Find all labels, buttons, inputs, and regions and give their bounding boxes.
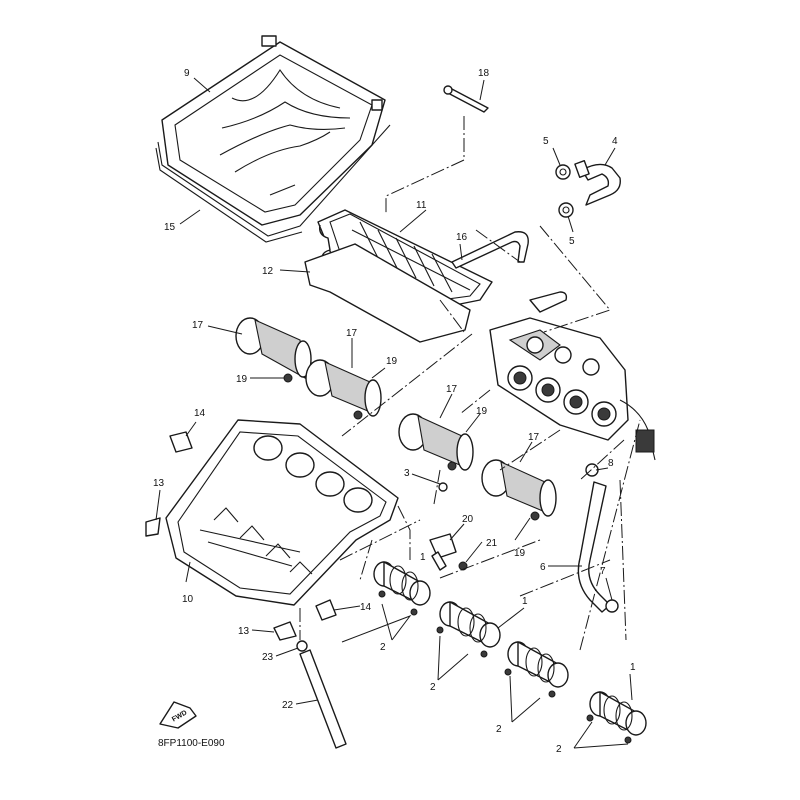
intake-funnel-1 bbox=[235, 317, 312, 380]
air-filter-case-cover bbox=[161, 35, 386, 226]
forward-direction-arrow: FWD bbox=[159, 701, 197, 729]
grommet bbox=[438, 482, 448, 492]
callout-14-lower: 14 bbox=[360, 602, 372, 613]
intake-funnel-4 bbox=[481, 459, 557, 517]
callout-5-lower: 5 bbox=[569, 236, 575, 247]
callout-2-b: 2 bbox=[430, 682, 436, 693]
callout-18: 18 bbox=[478, 68, 490, 79]
funnel-clamp-screws bbox=[283, 373, 540, 521]
callout-2-a: 2 bbox=[380, 642, 386, 653]
callout-17-a: 17 bbox=[192, 320, 204, 331]
throttle-body-assembly bbox=[489, 291, 656, 461]
callout-13-upper: 13 bbox=[153, 478, 165, 489]
hose-clip bbox=[443, 85, 489, 113]
callout-1-b: 1 bbox=[522, 596, 528, 607]
leader-lines bbox=[155, 77, 633, 749]
throttle-body-joint-4 bbox=[589, 691, 647, 736]
intake-air-temperature-sensor bbox=[429, 533, 457, 571]
callout-19-d: 19 bbox=[514, 548, 526, 559]
phantom-alignment-lines bbox=[299, 116, 641, 651]
callout-16: 16 bbox=[456, 232, 468, 243]
air-filter-element bbox=[317, 209, 493, 309]
callout-15: 15 bbox=[164, 222, 176, 233]
intake-funnel-2 bbox=[305, 359, 382, 417]
callout-4: 4 bbox=[612, 136, 618, 147]
callout-6: 6 bbox=[540, 562, 546, 573]
hose-clamp-upper bbox=[555, 164, 571, 180]
callout-10: 10 bbox=[182, 594, 194, 605]
intake-funnel-3 bbox=[398, 413, 474, 471]
clamp-band-screws bbox=[378, 590, 632, 744]
callout-14-upper: 14 bbox=[194, 408, 206, 419]
callout-11: 11 bbox=[416, 200, 427, 211]
callout-17-b: 17 bbox=[346, 328, 358, 339]
callout-2-c: 2 bbox=[496, 724, 502, 735]
callout-17-d: 17 bbox=[528, 432, 540, 443]
rubber-mount-lower bbox=[315, 599, 337, 621]
callout-9: 9 bbox=[184, 68, 190, 79]
callout-1-c: 1 bbox=[630, 662, 636, 673]
callout-12: 12 bbox=[262, 266, 274, 277]
air-filter-foam-sheet bbox=[304, 243, 471, 343]
air-filter-case bbox=[165, 419, 399, 606]
callout-20: 20 bbox=[462, 514, 474, 525]
callout-13-lower: 13 bbox=[238, 626, 250, 637]
hose-clamp-7 bbox=[605, 599, 619, 613]
callout-19-a: 19 bbox=[236, 374, 248, 385]
callout-19-c: 19 bbox=[476, 406, 488, 417]
hose-clamp-lower bbox=[558, 202, 574, 218]
case-cover-gasket bbox=[155, 124, 391, 243]
callout-8: 8 bbox=[608, 458, 614, 469]
pipe-clip bbox=[296, 640, 308, 652]
callout-1-a: 1 bbox=[420, 552, 426, 563]
bracket-lower bbox=[273, 621, 297, 641]
throttle-body-joint-1 bbox=[373, 561, 431, 606]
rubber-mount-upper bbox=[169, 431, 193, 453]
callout-19-b: 19 bbox=[386, 356, 398, 367]
drain-hose bbox=[577, 481, 611, 613]
callout-17-c: 17 bbox=[446, 384, 458, 395]
throttle-body-joint-3 bbox=[507, 641, 569, 688]
callout-2-d: 2 bbox=[556, 744, 562, 755]
callout-22: 22 bbox=[282, 700, 294, 711]
callout-23: 23 bbox=[262, 652, 274, 663]
throttle-body-joint-2 bbox=[439, 601, 501, 648]
breather-hose bbox=[451, 231, 529, 269]
callout-5-upper: 5 bbox=[543, 136, 549, 147]
bracket-left bbox=[145, 517, 161, 537]
drawing-code: 8FP1100-E090 bbox=[158, 738, 225, 749]
drain-pipe bbox=[299, 649, 347, 749]
callout-3: 3 bbox=[404, 468, 410, 479]
callout-7: 7 bbox=[600, 566, 606, 577]
callout-labels: 9 15 11 12 16 18 4 5 5 17 17 19 19 17 19… bbox=[153, 68, 636, 755]
callout-21: 21 bbox=[486, 538, 498, 549]
coolant-hose bbox=[574, 160, 621, 206]
